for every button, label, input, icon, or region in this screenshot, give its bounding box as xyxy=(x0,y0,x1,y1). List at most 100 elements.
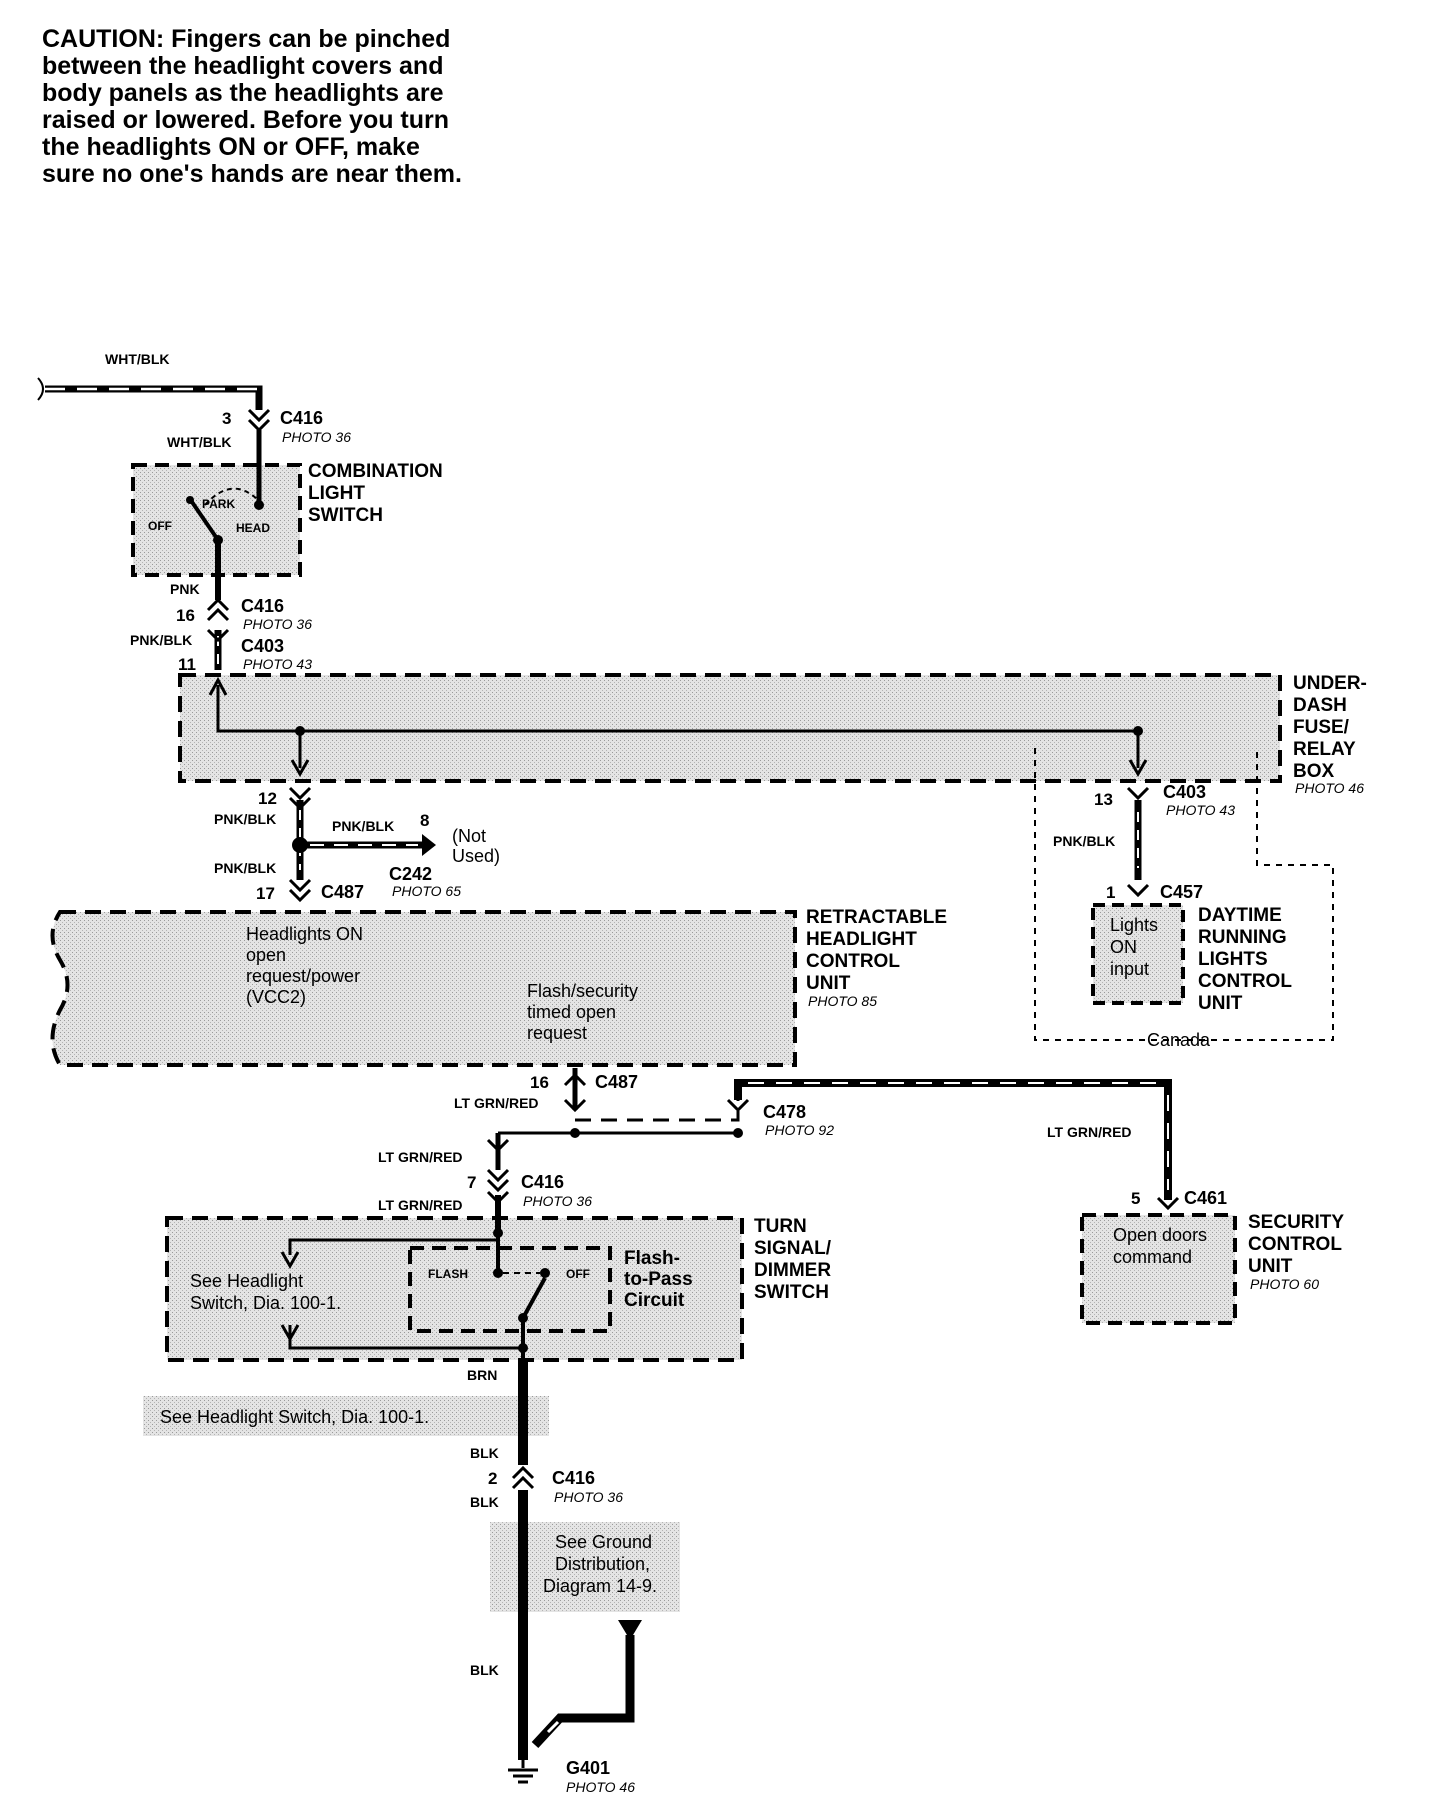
connector-c403: C403 xyxy=(1163,782,1206,802)
pin-label: 7 xyxy=(467,1173,476,1192)
wire-lt-grn-red-security xyxy=(734,1079,1172,1200)
photo-ref: PHOTO 85 xyxy=(808,993,877,1009)
wire-label-pnk-blk: PNK/BLK xyxy=(1053,833,1115,849)
pin-label: 12 xyxy=(258,789,277,808)
photo-ref: PHOTO 36 xyxy=(554,1489,623,1505)
dimmer-link-top xyxy=(288,1238,498,1255)
pin-label: 2 xyxy=(488,1469,497,1488)
wire-label-brn: BRN xyxy=(467,1367,497,1383)
connector-icon xyxy=(206,408,1180,1490)
fuse-box-title: UNDER- DASH FUSE/ RELAY BOX xyxy=(1293,673,1372,782)
arrow-down xyxy=(1128,759,1148,778)
see-headlight-shade xyxy=(143,1396,549,1436)
pin-label: 17 xyxy=(256,884,275,903)
wire-lt-grn-red-security-stripe xyxy=(748,1082,1169,1190)
connector-c416: C416 xyxy=(241,596,284,616)
photo-ref: PHOTO 46 xyxy=(1295,780,1364,796)
connector-c478: C478 xyxy=(763,1102,806,1122)
caution-line: body panels as the headlights are xyxy=(42,79,444,107)
ground-icon xyxy=(508,1760,538,1784)
canada-option-outline xyxy=(1034,748,1334,1041)
arrow-down xyxy=(290,759,310,778)
splice-dot xyxy=(570,1128,580,1138)
wire-label-wht-blk: WHT/BLK xyxy=(167,434,232,450)
wire-label-pnk-blk: PNK/BLK xyxy=(214,811,276,827)
wire-label-pnk-blk: PNK/BLK xyxy=(214,860,276,876)
pin-label: 3 xyxy=(222,409,231,428)
security-unit-title: SECURITY CONTROL UNIT xyxy=(1248,1212,1349,1277)
arrow-right xyxy=(422,834,436,856)
headlights-on-input: Headlights ON open request/power (VCC2) xyxy=(246,924,368,1007)
flash-switch-arm xyxy=(521,1277,547,1319)
connector-c487: C487 xyxy=(595,1072,638,1092)
wire-label-blk: BLK xyxy=(470,1445,499,1461)
switch-head: HEAD xyxy=(236,521,270,535)
pin-label: 8 xyxy=(420,811,429,830)
switch-contact-off xyxy=(186,496,194,504)
connector-g401: G401 xyxy=(566,1758,610,1778)
pin-label: 1 xyxy=(1106,883,1115,902)
connector-c416: C416 xyxy=(280,408,323,428)
photo-ref: PHOTO 43 xyxy=(1166,802,1235,818)
wire-label-lt-grn-red: LT GRN/RED xyxy=(378,1197,463,1213)
connector-c416: C416 xyxy=(521,1172,564,1192)
arrow-down xyxy=(280,1324,300,1343)
turn-signal-title: TURN SIGNAL/ DIMMER SWITCH xyxy=(754,1216,836,1303)
see-ground-distribution: See Ground Distribution, Diagram 14-9. xyxy=(543,1532,657,1596)
arrow-down xyxy=(280,1251,300,1270)
pin-label: 16 xyxy=(176,606,195,625)
switch-park: PARK xyxy=(202,497,235,511)
wire-label-lt-grn-red: LT GRN/RED xyxy=(1047,1124,1132,1140)
pin-label: 13 xyxy=(1094,790,1113,809)
bus-splice xyxy=(295,726,305,736)
combination-switch-title: COMBINATION LIGHT SWITCH xyxy=(308,461,448,526)
caution-note: CAUTION: Fingers can be pinched between … xyxy=(42,26,562,188)
caution-line: sure no one's hands are near them. xyxy=(42,160,462,188)
wire-label-wht-blk: WHT/BLK xyxy=(105,351,170,367)
fuse-box xyxy=(178,673,1282,783)
retractable-unit-box xyxy=(50,910,797,1067)
wire-label-pnk-blk: PNK/BLK xyxy=(332,818,394,834)
open-doors-command: Open doors command xyxy=(1113,1225,1212,1267)
photo-ref: PHOTO 36 xyxy=(282,429,351,445)
photo-ref: PHOTO 43 xyxy=(243,656,312,672)
wire-break-mark xyxy=(37,377,44,401)
drl-unit-title: DAYTIME RUNNING LIGHTS CONTROL UNIT xyxy=(1198,905,1297,1014)
connector-c457: C457 xyxy=(1160,882,1203,902)
flash-to-pass-label: Flash- to-Pass Circuit xyxy=(624,1248,698,1311)
connector-c242: C242 xyxy=(389,864,432,884)
switch-off: OFF xyxy=(148,519,172,533)
connector-c461: C461 xyxy=(1184,1188,1227,1208)
wire-label-lt-grn-red: LT GRN/RED xyxy=(378,1149,463,1165)
wire-blk-branch-end xyxy=(618,1620,642,1640)
drl-input: Lights ON input xyxy=(1110,915,1163,979)
pin-label: 5 xyxy=(1131,1189,1140,1208)
connector-c487: C487 xyxy=(321,882,364,902)
caution-line: the headlights ON or OFF, make xyxy=(42,133,420,161)
pin-label: 11 xyxy=(178,655,196,674)
wire-label-lt-grn-red: LT GRN/RED xyxy=(454,1095,539,1111)
dimmer-link-bottom xyxy=(288,1325,523,1350)
off-contact xyxy=(540,1268,550,1278)
canada-label: Canada xyxy=(1147,1030,1211,1050)
wire-label-blk: BLK xyxy=(470,1494,499,1510)
wire-blk-branch xyxy=(531,1635,635,1749)
caution-line: raised or lowered. Before you turn xyxy=(42,106,450,134)
wire-label-pnk: PNK xyxy=(170,581,200,597)
pin-label: 16 xyxy=(530,1073,549,1092)
wire-blk-branch-stripe xyxy=(546,1720,560,1734)
caution-line: CAUTION: Fingers can be pinched xyxy=(42,25,451,53)
security-unit-box xyxy=(1080,1213,1237,1325)
connector-c416: C416 xyxy=(552,1468,595,1488)
photo-ref: PHOTO 36 xyxy=(243,616,312,632)
drl-unit-box xyxy=(1091,903,1185,1005)
flash-position: FLASH xyxy=(428,1267,468,1281)
wire-label-pnk-blk: PNK/BLK xyxy=(130,632,192,648)
wire-label-blk: BLK xyxy=(470,1662,499,1678)
see-headlight-dia: See Headlight Switch, Dia. 100-1. xyxy=(190,1271,341,1313)
bus-splice xyxy=(1133,726,1143,736)
photo-ref: PHOTO 60 xyxy=(1250,1276,1319,1292)
splice-dot xyxy=(733,1128,743,1138)
photo-ref: PHOTO 36 xyxy=(523,1193,592,1209)
